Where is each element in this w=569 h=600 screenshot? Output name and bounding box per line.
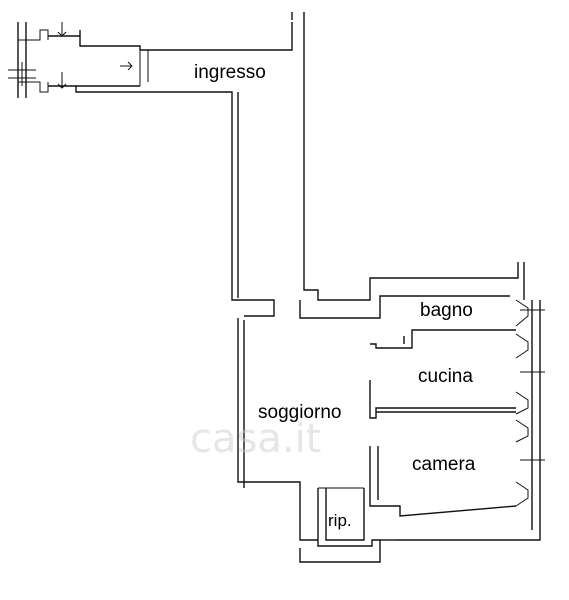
entrance-corridor-walls (8, 22, 293, 301)
room-label-cucina: cucina (418, 366, 473, 387)
vertical-corridor-walls (237, 12, 519, 319)
watermark-text: casa.it (190, 416, 321, 462)
room-label-camera: camera (412, 454, 476, 475)
room-label-ingresso: ingresso (194, 62, 266, 83)
room-label-ripostiglio: rip. (328, 511, 352, 530)
room-label-soggiorno: soggiorno (258, 402, 341, 423)
room-label-bagno: bagno (420, 300, 473, 321)
right-rooms-walls (369, 262, 545, 541)
living-area-walls (237, 318, 396, 563)
